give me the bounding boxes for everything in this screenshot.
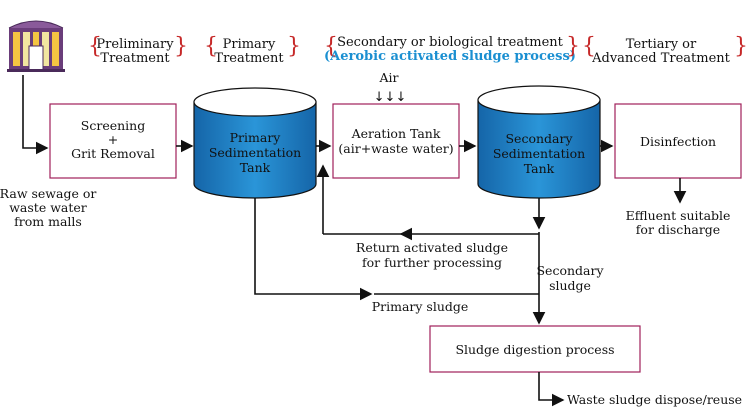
primary-tank-line1: Primary <box>230 130 282 145</box>
primary-tank-line3: Tank <box>240 160 271 175</box>
effluent-line1: Effluent suitable <box>626 208 731 223</box>
svg-text:}: } <box>566 34 580 59</box>
air-label: Air <box>378 70 398 85</box>
air-input: Air ↓↓↓ <box>374 70 407 105</box>
primary-sludge-line <box>254 198 373 301</box>
return-line1: Return activated sludge <box>356 240 508 255</box>
stage-preliminary-line2: Treatment <box>100 51 170 66</box>
source-line3: from malls <box>14 214 82 229</box>
source-label: Raw sewage or waste water from malls <box>0 186 96 229</box>
secondary-sludge-line2: sludge <box>549 278 591 293</box>
stage-header-preliminary: { Preliminary Treatment } <box>88 34 188 66</box>
stage-tertiary-line2: Advanced Treatment <box>591 51 731 66</box>
aeration-line2: (air+waste water) <box>338 141 453 156</box>
secondary-sludge-label: Secondary sludge <box>536 263 604 293</box>
primary-tank-line2: Sedimentation <box>209 145 301 160</box>
svg-text:}: } <box>287 34 301 59</box>
screening-line3: Grit Removal <box>71 146 155 161</box>
stage-primary-line2: Treatment <box>214 51 284 66</box>
svg-text:}: } <box>174 34 188 59</box>
screening-line1: Screening <box>81 118 145 133</box>
digestion-box: Sludge digestion process <box>429 325 641 373</box>
secondary-tank-line3: Tank <box>524 161 555 176</box>
stage-preliminary-line1: Preliminary <box>96 37 174 52</box>
svg-text:{: { <box>204 34 218 59</box>
stage-header-primary: { Primary Treatment } <box>204 34 301 66</box>
stage-primary-line1: Primary <box>223 37 276 52</box>
aeration-line1: Aeration Tank <box>351 126 441 141</box>
return-line2: for further processing <box>362 255 502 270</box>
inflow-arrow <box>22 75 49 155</box>
svg-text:{: { <box>324 34 338 59</box>
secondary-tank: Secondary Sedimentation Tank <box>477 85 601 199</box>
waste-sludge-arrow <box>538 372 565 407</box>
stage-tertiary-line1: Tertiary or <box>626 37 697 52</box>
waste-sludge-label: Waste sludge dispose/reuse <box>567 392 742 407</box>
stage-secondary-line1: Secondary or biological treatment <box>337 35 564 50</box>
return-sludge-label: Return activated sludge for further proc… <box>356 240 508 270</box>
source-line2: waste water <box>9 200 87 215</box>
effluent-label: Effluent suitable for discharge <box>626 208 731 237</box>
svg-text:{: { <box>582 34 596 59</box>
svg-text:}: } <box>734 34 748 59</box>
digestion-label: Sludge digestion process <box>455 342 614 357</box>
air-arrows-icon: ↓↓↓ <box>374 90 407 105</box>
aeration-tank-box: Aeration Tank (air+waste water) <box>332 103 460 179</box>
svg-text:{: { <box>88 34 102 59</box>
secondary-tank-line2: Sedimentation <box>493 146 585 161</box>
secondary-sludge-line1: Secondary <box>536 263 604 278</box>
effluent-line2: for discharge <box>636 222 720 237</box>
stage-header-secondary: { Secondary or biological treatment (Aer… <box>324 34 580 64</box>
primary-tank: Primary Sedimentation Tank <box>193 87 317 199</box>
disinfection-label: Disinfection <box>640 134 716 149</box>
primary-sludge-label: Primary sludge <box>372 299 469 314</box>
stage-header-tertiary: { Tertiary or Advanced Treatment } <box>582 34 748 66</box>
disinfection-box: Disinfection <box>614 103 742 179</box>
stage-secondary-line2: (Aerobic activated sludge process) <box>324 49 576 64</box>
screening-line2: + <box>108 132 118 147</box>
screening-box: Screening + Grit Removal <box>49 103 177 179</box>
source-line1: Raw sewage or <box>0 186 96 201</box>
building-icon <box>7 20 65 72</box>
secondary-tank-line1: Secondary <box>505 131 573 146</box>
